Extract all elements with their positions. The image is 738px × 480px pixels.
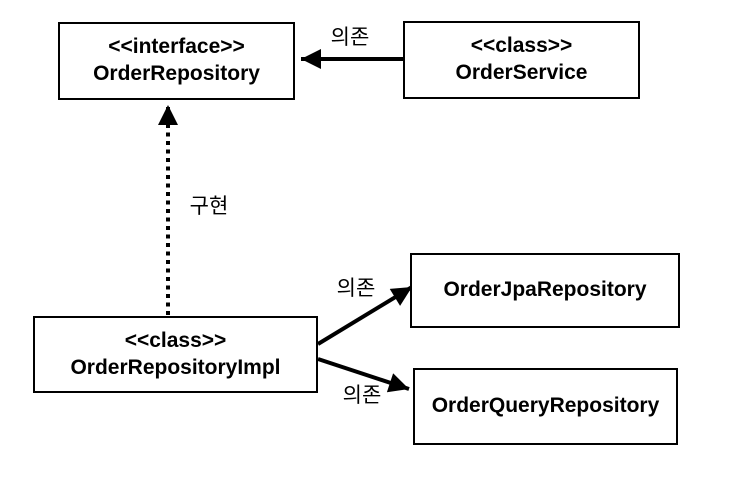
- node-order-query-repository: OrderQueryRepository: [413, 368, 678, 445]
- node-name: OrderQueryRepository: [431, 394, 660, 418]
- edge-label-dependency-jpa: 의존: [336, 277, 376, 300]
- node-order-jpa-repository: OrderJpaRepository: [410, 253, 680, 328]
- node-name: OrderRepositoryImpl: [70, 355, 281, 379]
- node-stereotype: <<class>>: [470, 34, 573, 58]
- dependency-arrow-impl-to-query-repository: [317, 357, 410, 393]
- node-stereotype: <<class>>: [124, 328, 227, 352]
- node-order-repository: <<interface>> OrderRepository: [58, 22, 295, 100]
- dependency-arrow-impl-to-jpa-repository: [316, 285, 414, 346]
- edge-label-dependency-query: 의존: [342, 384, 382, 407]
- node-stereotype: <<interface>>: [108, 35, 245, 59]
- node-name: OrderRepository: [93, 62, 260, 85]
- node-name: OrderJpaRepository: [443, 278, 647, 302]
- edge-label-dependency-service: 의존: [330, 26, 370, 49]
- node-order-service: <<class>> OrderService: [403, 21, 640, 99]
- node-order-repository-impl: <<class>> OrderRepositoryImpl: [33, 316, 318, 393]
- edge-label-implementation: 구현: [189, 195, 229, 218]
- node-name: OrderService: [455, 61, 588, 84]
